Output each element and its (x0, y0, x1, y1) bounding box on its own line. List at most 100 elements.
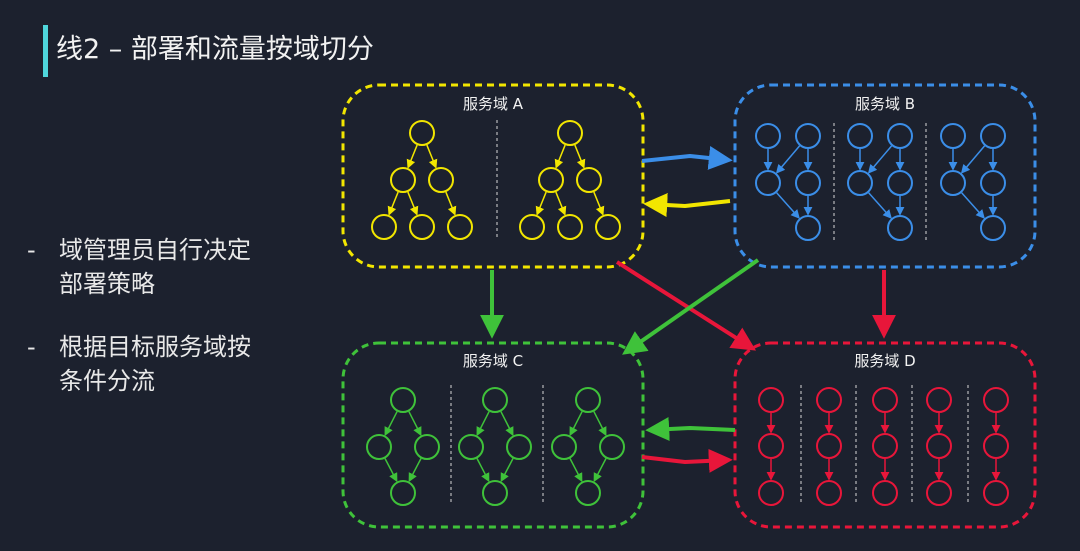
service-node (758, 480, 784, 506)
graph-edge (593, 411, 607, 437)
service-node (575, 387, 601, 413)
service-node (980, 123, 1006, 149)
service-node (371, 214, 397, 240)
service-node (872, 433, 898, 459)
service-node (390, 387, 416, 413)
domain-a-label: 服务域 A (463, 95, 524, 113)
graph-edge (384, 411, 398, 437)
service-node (551, 434, 577, 460)
service-node (980, 170, 1006, 196)
bullet-line: 根据目标服务域按 (59, 333, 251, 361)
service-node (390, 480, 416, 506)
service-node (816, 433, 842, 459)
service-node (872, 480, 898, 506)
graph-edge (961, 192, 985, 219)
graph-edge (387, 191, 399, 216)
graph-edge (500, 411, 514, 437)
domain-b-label: 服务域 B (855, 95, 915, 113)
graph-edge (476, 458, 490, 483)
service-node (872, 387, 898, 413)
service-node (519, 214, 545, 240)
graph-edge (445, 191, 457, 216)
bullet-line: 部署策略 (59, 270, 155, 298)
service-node (940, 123, 966, 149)
domain-d-label: 服务域 D (854, 352, 915, 370)
service-node (816, 480, 842, 506)
slide-title: 线2 – 部署和流量按域切分 (56, 34, 374, 65)
service-node (887, 215, 913, 241)
domain-b-box (733, 83, 1037, 269)
graph-edge (593, 191, 605, 216)
graph-edge (426, 144, 438, 169)
bullet-line: 域管理员自行决定 (59, 236, 251, 264)
flow-arrow-d-to-c (645, 417, 736, 442)
graph-edge (569, 458, 583, 483)
service-node (795, 170, 821, 196)
service-node (926, 433, 952, 459)
graph-edge (535, 191, 547, 216)
service-node (428, 167, 454, 193)
graph-edge (868, 192, 892, 219)
graph-edge (554, 144, 566, 169)
flow-arrow-b-to-c (622, 258, 760, 355)
service-node (847, 123, 873, 149)
graph-edge (574, 144, 586, 169)
service-node (482, 387, 508, 413)
flow-arrow-b-to-a (643, 193, 731, 218)
service-node (926, 387, 952, 413)
service-node (887, 170, 913, 196)
graph-edge (384, 458, 398, 483)
domain-d-box (733, 341, 1037, 529)
service-node (758, 387, 784, 413)
service-node (926, 480, 952, 506)
service-node (887, 123, 913, 149)
graph-edge (775, 145, 801, 174)
service-node (576, 167, 602, 193)
graph-edge (960, 145, 986, 174)
service-node (980, 215, 1006, 241)
service-node (940, 170, 966, 196)
service-node (557, 214, 583, 240)
service-node (847, 170, 873, 196)
service-node (409, 214, 435, 240)
service-node (366, 434, 392, 460)
graph-edge (408, 411, 422, 437)
service-node (595, 214, 621, 240)
flow-arrow-a-to-b (641, 146, 733, 170)
service-node (414, 434, 440, 460)
flow-arrow-c-to-d (641, 448, 733, 473)
service-node (599, 434, 625, 460)
service-node (983, 433, 1009, 459)
graph-edge (569, 411, 583, 437)
domain-c-box (341, 341, 645, 529)
graph-edge (476, 411, 490, 437)
domain-a-box (341, 83, 645, 269)
graph-edge (407, 191, 419, 216)
graph-edge (406, 144, 418, 169)
service-node (816, 387, 842, 413)
domain-c-label: 服务域 C (463, 352, 523, 370)
title-accent-bar (43, 25, 48, 77)
bullet-text: 根据目标服务域按 条件分流 (59, 330, 289, 398)
bullet-line: 条件分流 (59, 367, 155, 395)
service-node (458, 434, 484, 460)
bullet-dash: - (27, 236, 36, 264)
flow-arrow-a-to-d (615, 260, 757, 351)
service-node (983, 387, 1009, 413)
service-node (482, 480, 508, 506)
service-node (758, 433, 784, 459)
service-node (538, 167, 564, 193)
service-node (795, 123, 821, 149)
graph-edge (776, 192, 800, 219)
service-node (506, 434, 532, 460)
service-node (409, 120, 435, 146)
bullet-dash: - (27, 333, 36, 361)
graph-edge (867, 145, 893, 174)
service-node (447, 214, 473, 240)
service-node (795, 215, 821, 241)
graph-edge (593, 458, 607, 483)
service-node (983, 480, 1009, 506)
service-node (755, 170, 781, 196)
service-node (390, 167, 416, 193)
